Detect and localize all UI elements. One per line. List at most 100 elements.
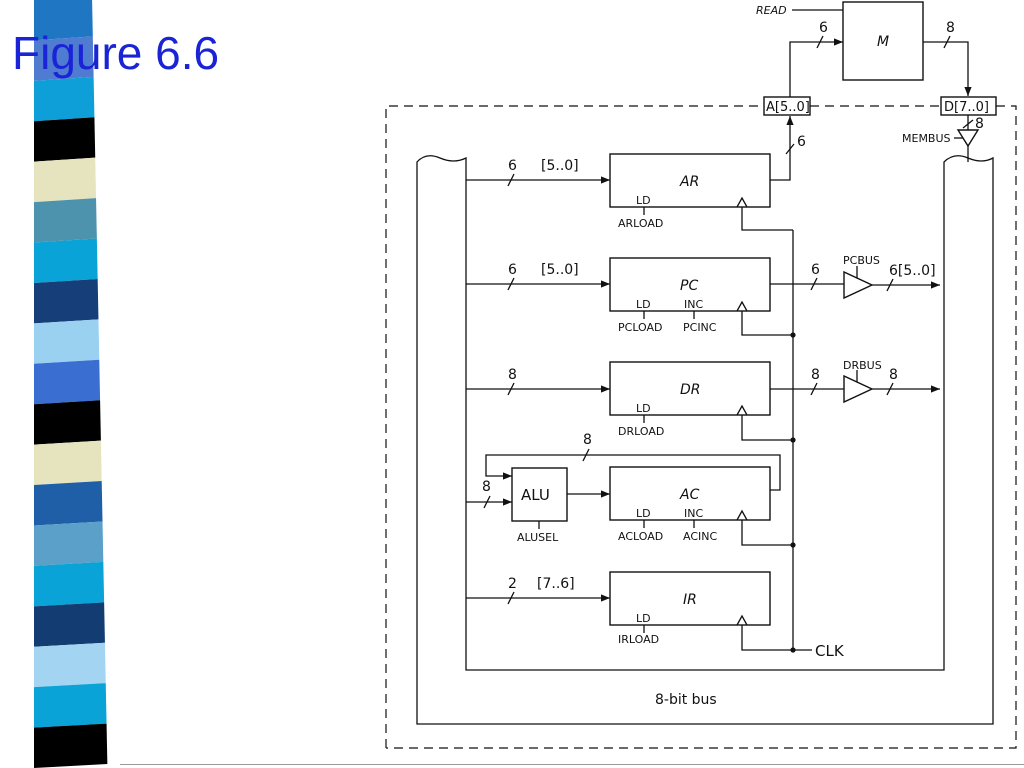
address-to-memory-line [789,38,843,98]
membus-width-label: 8 [975,116,984,132]
ar-to-address-port-line [770,116,794,181]
ar-out-width-slash [785,143,795,155]
membus-label: MEMBUS [902,132,951,145]
stripe-block [34,76,95,122]
drbus-out-slash [886,382,894,396]
dr-ctrl-label: DRLOAD [618,425,664,438]
stripe-block [34,198,97,243]
stripe-block [34,602,105,647]
pc-in-bits: [5..0] [541,262,579,278]
register-dr: DR LD DRLOAD 8 8 DRBUS 8 [466,359,940,443]
system-boundary [385,105,1017,749]
eight-bit-bus [416,155,994,725]
slide-bottom-rule [120,764,1024,765]
dr-out-slash [810,382,818,396]
pc-out-width: 6 [811,262,820,278]
ir-box [609,571,771,626]
data-port-label: D[7..0] [944,100,989,115]
ir-clock-wire [741,625,793,651]
ir-in-width: 2 [508,576,517,592]
ac-ctrl-inc-label: ACINC [683,530,717,543]
dr-clock-junction [790,437,796,443]
stripe-block [34,481,103,526]
data-width-slash [943,35,951,49]
address-port-box [763,96,811,116]
ir-clock-junction [790,647,796,653]
ar-in-slash [507,173,515,187]
ar-box [609,153,771,208]
ar-in-bits: [5..0] [541,158,579,174]
stripe-block [34,521,104,566]
dr-name: DR [680,382,701,398]
ar-name: AR [679,174,699,190]
drbus-out-label: 8 [889,367,898,383]
ir-name: IR [683,592,697,608]
pcbus-out-label: 6[5..0] [889,263,936,279]
pcbus-buffer-triangle [843,270,874,300]
ir-in-bits: [7..6] [537,576,575,592]
memory-label: M [877,34,889,50]
pc-in-width: 6 [508,262,517,278]
address-port-label: A[5..0] [766,100,810,115]
bus-label: 8-bit bus [655,692,717,708]
ar-clock-notch [736,196,748,208]
stripe-block [34,319,100,364]
ir-ld-label: LD [636,612,651,625]
drbus-buffer-triangle [843,374,874,404]
dr-ld-label: LD [636,402,651,415]
stripe-block [34,157,97,203]
register-ar: AR LD ARLOAD 6 [5..0] [466,153,793,231]
dr-box [609,361,771,416]
dr-clock-notch [736,404,748,416]
membus-width-slash [962,119,974,129]
slide-title: Figure 6.6 [12,27,220,79]
memory-to-data-line [923,41,972,96]
ar-in-width: 6 [508,158,517,174]
ac-inc-label: INC [684,507,703,520]
address-width-slash [816,35,824,49]
stripe-block [34,400,101,445]
register-ac: AC LD INC ACLOAD ACINC [609,466,796,548]
stripe-block [34,278,99,324]
alu-ctrl-label: ALUSEL [517,531,559,544]
ac-feedback-width: 8 [583,432,592,448]
stripe-block [34,683,107,728]
dr-in-width: 8 [508,367,517,383]
ac-clock-junction [790,542,796,548]
stripe-block [34,117,96,162]
pc-in-slash [507,277,515,291]
pc-ctrl-inc-label: PCINC [683,321,717,334]
ar-ld-label: LD [636,194,651,207]
stripe-block [34,561,105,607]
alu-in-width: 8 [482,479,491,495]
stripe-block [34,723,108,768]
ac-clock-notch [736,509,748,521]
pc-clock-wire [741,311,793,336]
pcbus-out-slash [886,278,894,292]
stripe-block [34,642,106,688]
address-width-label: 6 [819,20,828,36]
stripe-block [34,238,98,283]
stripe-block [34,36,94,81]
stripe-block [34,359,101,405]
pc-clock-notch [736,300,748,312]
ac-feedback-slash [582,448,590,462]
dr-out-width: 8 [811,367,820,383]
ac-name: AC [679,487,700,503]
ar-clock-wire [741,207,793,231]
alu-in-slash [483,495,491,509]
ac-feedback-line [485,454,781,491]
read-signal-label: READ [756,4,787,17]
alu-box [511,467,568,522]
clock-label: CLK [815,642,845,660]
alu-name: ALU [521,486,550,504]
data-width-label: 8 [946,20,955,36]
pc-inc-label: INC [684,298,703,311]
dr-in-slash [507,382,515,396]
pc-ctrl-ld-label: PCLOAD [618,321,663,334]
ir-ctrl-label: IRLOAD [618,633,659,646]
pc-clock-junction [790,332,796,338]
ir-clock-notch [736,614,748,626]
ar-out-width-label: 6 [797,134,806,150]
